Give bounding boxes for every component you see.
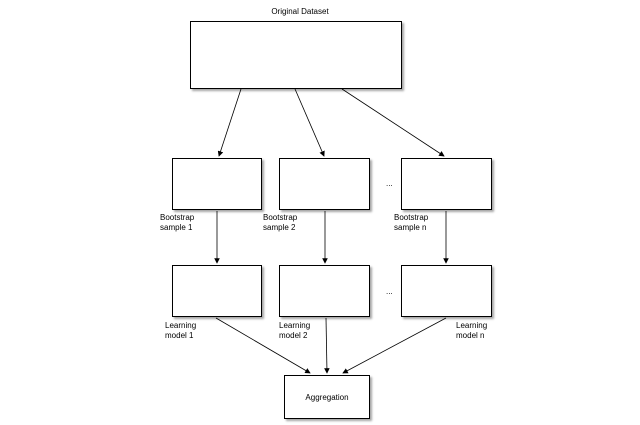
arrow-original-to-sample-1 xyxy=(217,88,242,157)
diagram-title: Original Dataset xyxy=(271,7,329,16)
samples-ellipsis: ... xyxy=(386,179,393,188)
model-label-1: Learning model 1 xyxy=(165,321,197,340)
aggregation-label: Aggregation xyxy=(305,393,349,402)
arrow-model-2-to-aggregation xyxy=(324,317,330,374)
model-label-n: Learning model n xyxy=(456,321,488,340)
sample-label-1: Bootstrap sample 1 xyxy=(160,213,195,232)
learning-model-box-2 xyxy=(279,265,370,317)
model-label-2: Learning model 2 xyxy=(279,321,311,340)
models-ellipsis: ... xyxy=(386,287,393,296)
original-dataset-box xyxy=(190,21,402,89)
arrow-original-to-sample-n xyxy=(341,88,445,157)
learning-model-box-1 xyxy=(172,265,262,317)
bootstrap-sample-box-n xyxy=(401,158,492,210)
bootstrap-sample-box-2 xyxy=(279,158,370,210)
learning-model-box-n xyxy=(401,265,492,317)
arrow-model-1-to-aggregation xyxy=(215,317,311,374)
aggregation-box xyxy=(284,375,370,419)
arrow-original-to-sample-2 xyxy=(294,88,325,157)
arrow-model-n-to-aggregation xyxy=(342,317,447,374)
sample-label-n: Bootstrap sample n xyxy=(394,213,429,232)
sample-label-2: Bootstrap sample 2 xyxy=(263,213,298,232)
bootstrap-sample-box-1 xyxy=(172,158,262,210)
